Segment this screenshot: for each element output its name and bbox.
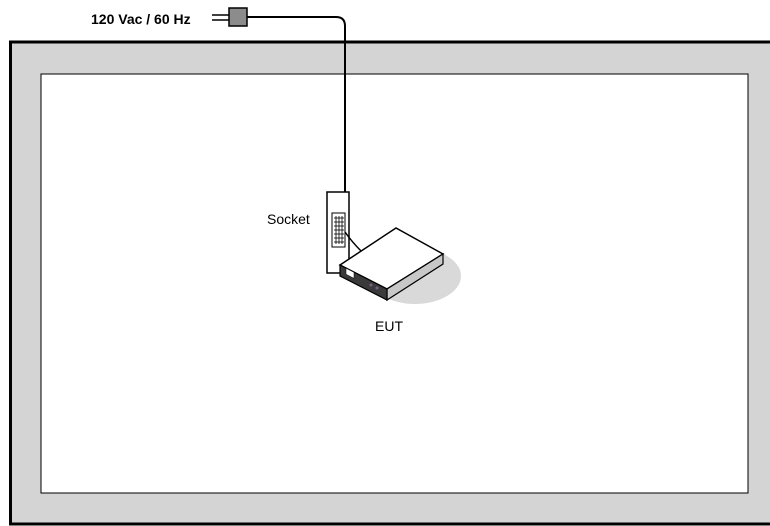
network-device-icon (338, 227, 461, 304)
power-plug-icon (228, 7, 248, 27)
eut-label: EUT (375, 318, 403, 334)
connector-lines (212, 14, 229, 21)
power-strip-icon (326, 191, 350, 274)
power-cable (247, 16, 346, 212)
socket-label: Socket (267, 211, 310, 227)
power-source-label: 120 Vac / 60 Hz (91, 11, 191, 27)
eut-power-cable (344, 231, 363, 253)
